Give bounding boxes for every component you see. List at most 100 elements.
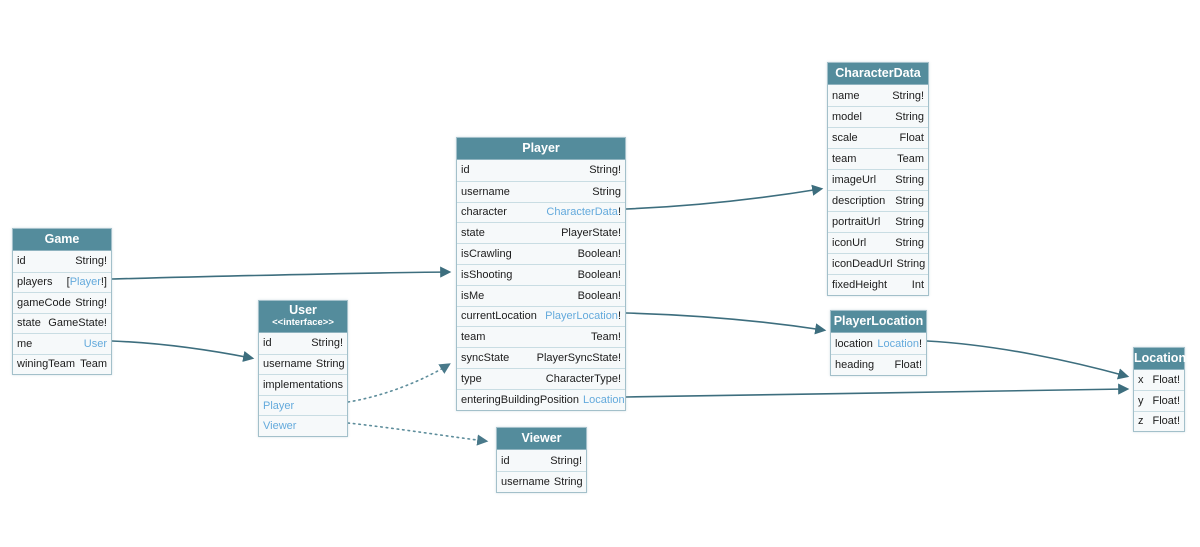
- type-text: String: [895, 195, 924, 207]
- field-type: CharacterType!: [546, 373, 621, 385]
- field-type: CharacterData!: [546, 206, 621, 218]
- field-type: Team: [897, 153, 924, 165]
- table-characterdata-header[interactable]: CharacterData: [828, 63, 928, 85]
- field-row-description[interactable]: description String: [828, 190, 928, 211]
- field-row-y[interactable]: y Float!: [1134, 390, 1184, 411]
- field-type: String!: [311, 337, 343, 349]
- type-link[interactable]: CharacterData: [546, 206, 618, 219]
- field-row-character[interactable]: character CharacterData!: [457, 201, 625, 223]
- table-playerlocation-header[interactable]: PlayerLocation: [831, 311, 926, 333]
- field-name: isMe: [461, 289, 485, 302]
- type-link[interactable]: Location: [877, 337, 919, 350]
- field-name: description: [832, 195, 886, 207]
- table-game-header[interactable]: Game: [13, 229, 111, 251]
- field-row-team[interactable]: team Team!: [457, 326, 625, 348]
- type-text: String: [315, 358, 345, 371]
- field-row-portraitUrl[interactable]: portraitUrl String: [828, 211, 928, 232]
- table-player-header[interactable]: Player: [457, 138, 625, 160]
- field-name-link[interactable]: Viewer: [263, 420, 297, 433]
- type-text: Float!: [1152, 394, 1180, 407]
- table-viewer-header[interactable]: Viewer: [497, 428, 586, 450]
- field-row-state[interactable]: state PlayerState!: [457, 222, 625, 244]
- edge-player-character-to-characterdata: [625, 184, 824, 210]
- field-row-players[interactable]: players[Player!]: [13, 271, 111, 292]
- type-text: !: [918, 337, 922, 350]
- field-row-Viewer[interactable]: Viewer: [259, 415, 347, 436]
- field-name: character: [461, 206, 507, 219]
- field-name-link[interactable]: Player: [263, 399, 295, 412]
- field-row-isMe[interactable]: isMe Boolean!: [457, 284, 625, 306]
- type-link[interactable]: Location: [583, 393, 625, 406]
- type-text: Team!: [591, 331, 621, 344]
- field-name: fixedHeight: [832, 279, 888, 291]
- field-type: Boolean!: [578, 290, 621, 302]
- table-user-header[interactable]: User <<interface>>: [259, 301, 347, 333]
- type-link[interactable]: PlayerLocation: [545, 310, 618, 323]
- type-text: String: [592, 185, 621, 198]
- field-type: [Player!]: [67, 276, 107, 288]
- field-type: String: [895, 216, 924, 228]
- field-name: id: [501, 454, 510, 467]
- type-link[interactable]: Player: [69, 276, 101, 289]
- type-text: Int: [911, 279, 924, 291]
- field-type: GameState!: [48, 317, 107, 329]
- field-row-implementations[interactable]: implementations: [259, 374, 347, 395]
- type-text: String: [895, 237, 924, 249]
- type-link[interactable]: User: [83, 337, 107, 350]
- field-type: String: [895, 111, 924, 123]
- field-name: implementations: [262, 378, 344, 391]
- field-type: Location: [583, 394, 625, 406]
- field-name: team: [461, 331, 486, 344]
- field-name: state: [461, 227, 485, 240]
- type-text: !: [617, 206, 621, 219]
- table-subtitle: <<interface>>: [272, 317, 334, 328]
- table-location-header[interactable]: Location: [1134, 348, 1186, 370]
- type-text: String!: [75, 296, 107, 309]
- field-type: String: [554, 476, 583, 488]
- table-title: User: [289, 303, 317, 317]
- field-row-Player[interactable]: Player: [259, 394, 347, 416]
- field-name: y: [1138, 394, 1144, 407]
- field-name: id: [461, 164, 470, 177]
- type-text: PlayerState!: [561, 227, 621, 240]
- field-row-fixedHeight[interactable]: fixedHeight Int: [828, 274, 928, 295]
- field-type: String!: [75, 255, 107, 267]
- edge-game-players-to-player: [111, 266, 452, 280]
- field-name: portraitUrl: [832, 216, 881, 228]
- type-text: [: [66, 276, 70, 289]
